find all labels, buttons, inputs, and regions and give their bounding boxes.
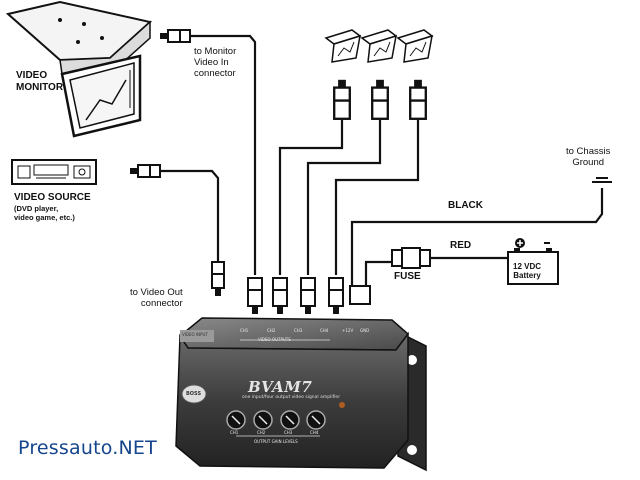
device-badge: BOSS [186,391,202,397]
ground-symbol-icon [592,177,612,183]
rca-plug-top-2 [371,79,389,120]
device-gain-ch4: CH4 [310,430,319,435]
amplifier-device [175,317,427,472]
device-power-12v: +12V [342,328,354,333]
black-wire-label: BLACK [448,200,483,211]
wires [160,34,604,286]
battery-label: 12 VDC Battery [513,262,542,281]
fuse-label: FUSE [394,271,421,282]
wire-to-monitor-1 [278,120,344,275]
remote-monitors [325,29,433,63]
device-output-ch2: CH2 [267,328,276,333]
rca-plugs-outputs [247,277,344,314]
fuse-icon [391,247,431,269]
monitor-icon-1 [325,29,361,63]
wire-to-monitor-2 [306,120,382,275]
device-gain-ch1: CH1 [230,430,239,435]
video-monitor-label: VIDEO MONITOR [16,70,64,93]
power-connector [349,285,371,305]
rca-plug-top-1 [333,79,351,120]
to-monitor-label: to Monitor Video In connector [194,46,237,79]
rca-plug-monitor [159,29,191,43]
wire-to-monitor [190,34,257,275]
device-gain-ch2: CH2 [257,430,266,435]
device-bottom-label: OUTPUT GAIN LEVELS [254,439,298,444]
watermark: Pressauto.NET [18,437,157,459]
battery-icon [507,238,559,285]
device-output-ch4: CH4 [320,328,329,333]
red-wire-label: RED [450,240,472,251]
device-top-label: VIDEO OUTPUTS [258,337,291,342]
rca-plug-top-3 [409,79,427,120]
device-input-label: VIDEO INPUT [182,332,208,337]
rca-plugs [129,29,427,314]
device-output-ch1: CH1 [240,328,249,333]
video-source-sub-label: (DVD player, video game, etc.) [14,204,75,222]
to-video-out-label: to Video Out connector [130,287,183,309]
device-power-gnd: GND [360,328,370,333]
video-monitor-icon [5,0,153,138]
video-source-label: VIDEO SOURCE [14,192,91,203]
wire-from-source [160,169,220,262]
monitor-icon-3 [397,29,433,63]
rca-plug-input [211,261,225,296]
device-brand: BVAM7 [248,378,313,396]
wire-red-a [364,260,392,286]
wire-to-monitor-3 [334,120,420,275]
wire-black [350,188,604,286]
device-tagline: one input/four output video signal ampli… [242,395,341,400]
monitor-icon-2 [361,29,397,63]
device-output-ch3: CH3 [294,328,303,333]
device-gain-ch3: CH3 [284,430,293,435]
video-source-icon [11,159,97,185]
rca-plug-source [129,164,161,178]
gain-knobs [226,410,326,430]
to-chassis-label: to Chassis Ground [566,146,611,168]
